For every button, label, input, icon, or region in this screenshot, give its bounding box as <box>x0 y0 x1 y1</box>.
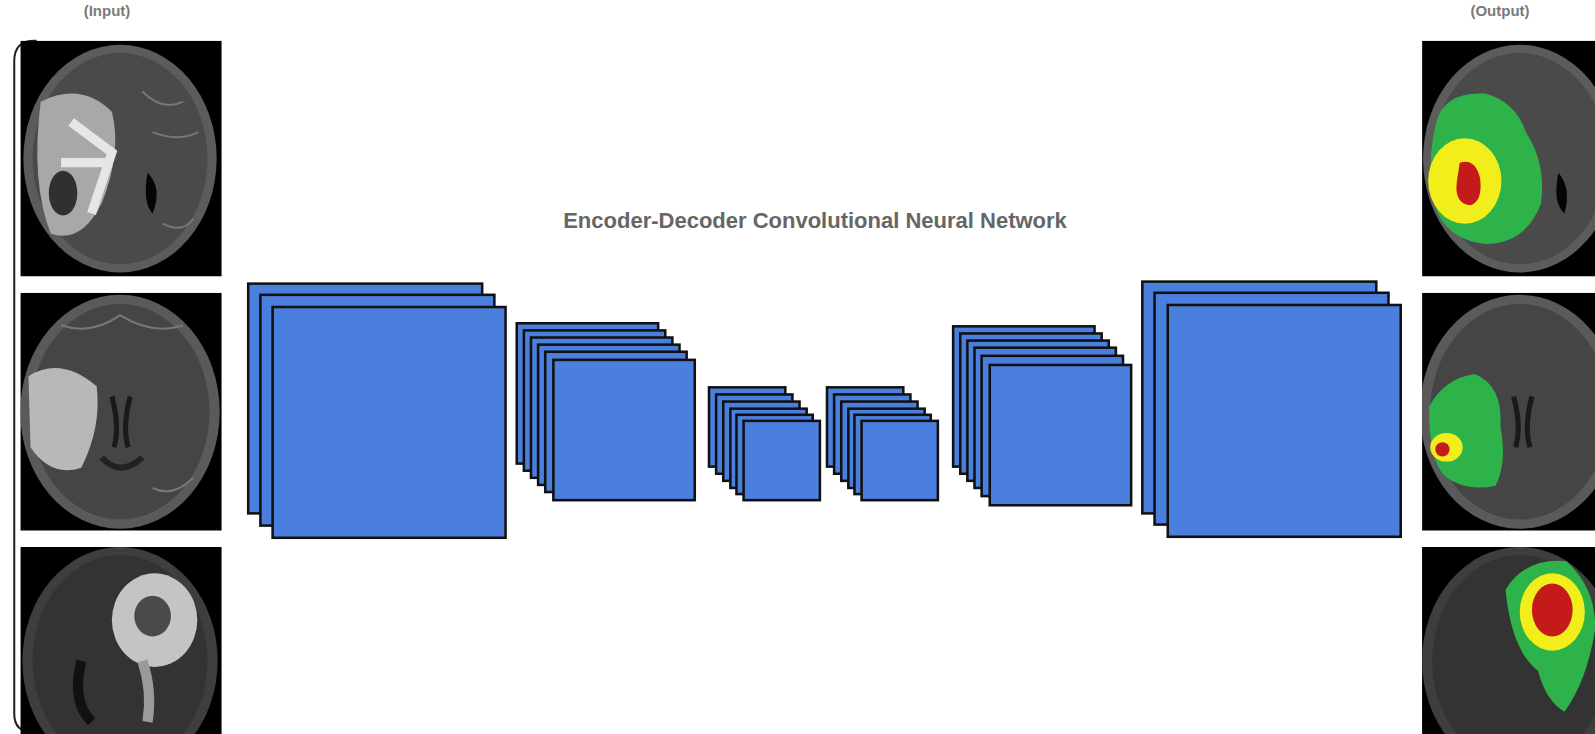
diagram-title: Encoder-Decoder Convolutional Neural Net… <box>563 208 1067 234</box>
feature-map-stack <box>709 387 820 500</box>
output-segmentation <box>1422 41 1595 277</box>
io-label: (Input) <box>84 2 131 19</box>
feature-map-stack <box>517 323 695 500</box>
feature-map-stack <box>827 387 938 500</box>
io-label: (Output) <box>1470 2 1529 19</box>
feature-map-stack <box>248 284 505 538</box>
input-mri <box>20 41 221 277</box>
feature-map-stack <box>953 326 1131 505</box>
input-mri <box>20 293 221 531</box>
output-segmentation <box>1422 293 1595 531</box>
feature-map-stack <box>1142 282 1400 537</box>
output-segmentation <box>1422 547 1595 734</box>
input-mri <box>20 547 221 734</box>
